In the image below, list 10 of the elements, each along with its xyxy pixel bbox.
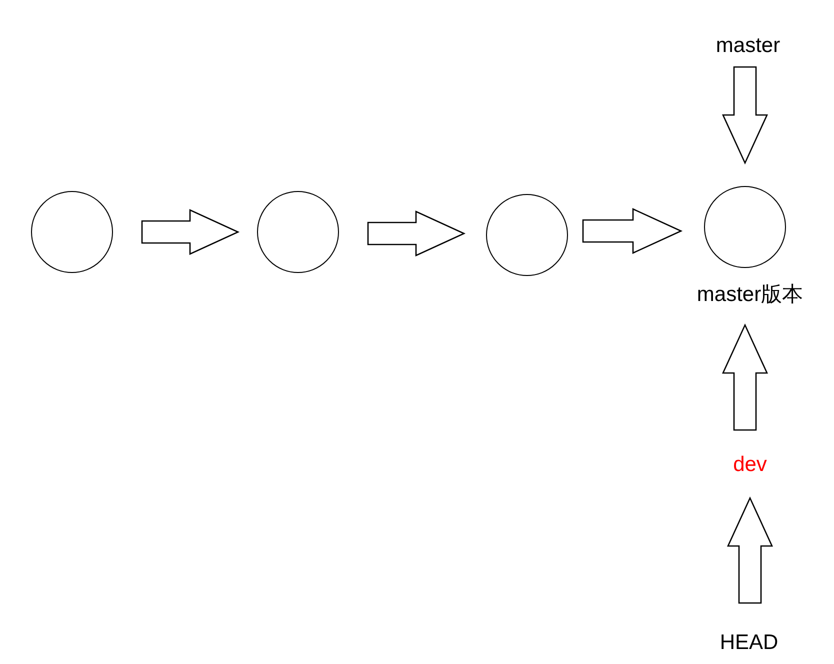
block-arrow	[582, 208, 683, 254]
block-arrow	[722, 323, 768, 431]
block-arrow	[722, 66, 768, 165]
block-arrow	[367, 210, 466, 257]
block-arrow	[141, 208, 240, 256]
block-arrow	[726, 496, 774, 604]
pointer-label: master	[708, 33, 788, 59]
pointer-label: HEAD	[706, 629, 792, 657]
pointer-label: dev	[722, 452, 778, 478]
version-caption: master版本	[696, 282, 804, 308]
